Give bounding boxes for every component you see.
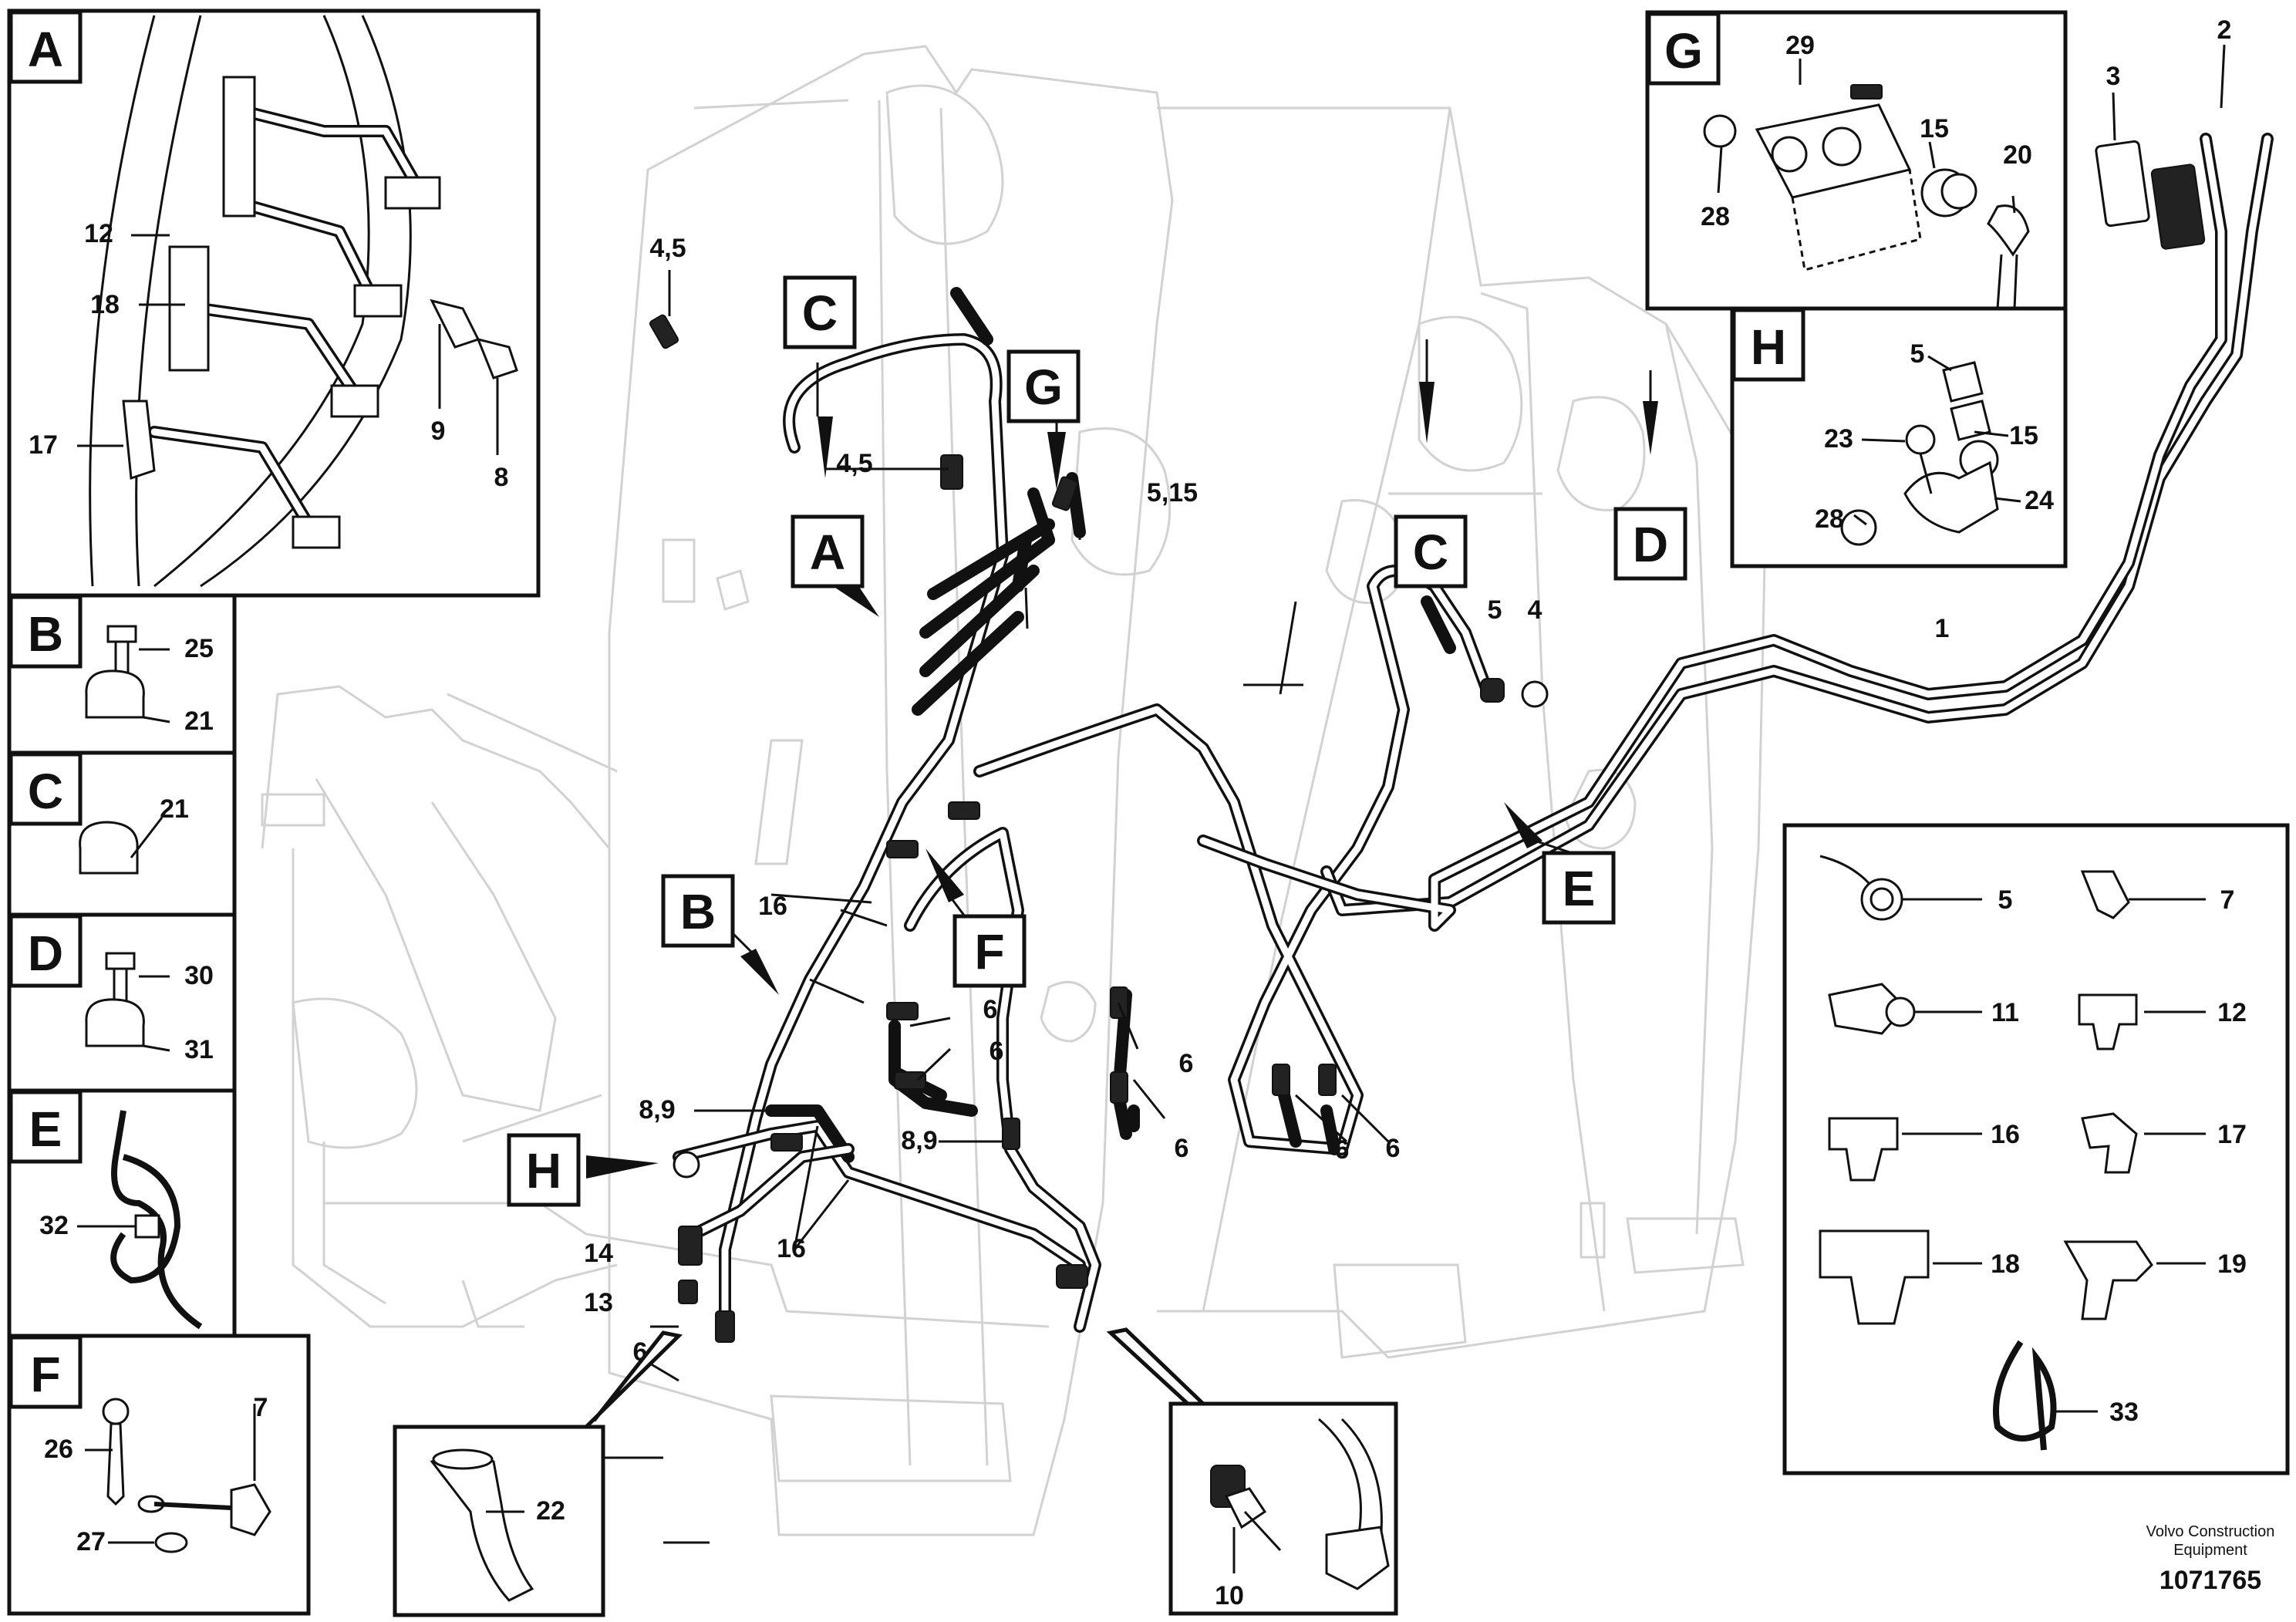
legend-label-19: 19 — [2217, 1249, 2247, 1279]
detail-h-label-24: 24 — [2025, 486, 2054, 515]
detail-couplings: 3 2 — [2095, 15, 2232, 250]
detail-c-letter: C — [28, 764, 63, 819]
detail-e-label-32: 32 — [39, 1211, 69, 1240]
detail-b-label-21: 21 — [184, 706, 214, 736]
detail-b: B 25 21 — [7, 593, 237, 755]
detail-h-label-5: 5 — [1910, 339, 1925, 369]
legend-label-12: 12 — [2217, 998, 2247, 1027]
callout-c-main: C — [802, 285, 838, 341]
label-13: 13 — [584, 1288, 613, 1317]
detail-10: 10 — [1106, 1327, 1398, 1616]
footer: Volvo Construction Equipment 1071765 — [2146, 1523, 2275, 1595]
parts-legend: 5 7 11 12 16 17 18 19 33 — [1782, 823, 2290, 1475]
label-2: 2 — [2217, 15, 2232, 45]
label-4-5-mid: 4,5 — [836, 449, 872, 478]
detail-10-label: 10 — [1215, 1581, 1244, 1610]
label-5-c: 5 — [1488, 595, 1502, 625]
label-16-lower: 16 — [777, 1234, 806, 1263]
footer-doc-number: 1071765 — [2159, 1566, 2261, 1595]
detail-a-label-9: 9 — [431, 416, 446, 446]
label-4-c: 4 — [1528, 595, 1542, 625]
main-connectors — [649, 314, 1549, 1343]
callout-a-main: A — [810, 524, 845, 580]
detail-a: A 12 18 17 9 8 — [7, 8, 541, 598]
detail-h-letter: H — [1751, 319, 1786, 375]
callout-g-main: G — [1024, 359, 1063, 415]
main-part-labels: 4,5 4,5 5,15 5 4 1 16 6 6 6 6 6 6 8,9 8,… — [584, 234, 1949, 1367]
legend-label-7: 7 — [2220, 885, 2235, 915]
detail-d-letter: D — [28, 926, 63, 981]
detail-a-letter: A — [28, 22, 63, 77]
legend-label-16: 16 — [1991, 1120, 2020, 1149]
label-6-e: 6 — [1335, 1135, 1350, 1165]
detail-d-label-31: 31 — [184, 1035, 214, 1064]
main-callouts: C G A C D B F E H — [507, 275, 1687, 1207]
detail-a-label-8: 8 — [494, 463, 509, 492]
legend-label-17: 17 — [2217, 1120, 2247, 1149]
label-6-a: 6 — [983, 995, 998, 1024]
callout-b-main: B — [680, 884, 716, 939]
detail-e-letter: E — [29, 1101, 62, 1157]
detail-h-label-23: 23 — [1824, 424, 1853, 454]
detail-h-label-28: 28 — [1815, 504, 1844, 534]
label-14: 14 — [584, 1239, 613, 1268]
legend-label-18: 18 — [1991, 1249, 2020, 1279]
detail-e: E 32 — [7, 1088, 237, 1338]
detail-d: D 30 31 — [7, 912, 237, 1093]
main-leaders — [586, 270, 1658, 1544]
label-16-upper: 16 — [758, 892, 787, 921]
detail-f-label-26: 26 — [44, 1435, 73, 1464]
label-8-9-right: 8,9 — [901, 1126, 937, 1155]
detail-a-label-17: 17 — [29, 430, 58, 460]
label-1: 1 — [1935, 614, 1950, 643]
detail-a-label-12: 12 — [84, 219, 113, 248]
detail-a-label-18: 18 — [90, 290, 120, 319]
footer-company-line1: Volvo Construction — [2146, 1523, 2275, 1540]
legend-label-33: 33 — [2109, 1398, 2139, 1427]
callout-e-main: E — [1563, 861, 1596, 916]
detail-g-label-28: 28 — [1701, 202, 1730, 231]
detail-f-letter: F — [30, 1347, 60, 1402]
legend-label-11: 11 — [1991, 998, 2019, 1027]
label-6-b: 6 — [990, 1037, 1004, 1066]
detail-g-label-15: 15 — [1920, 114, 1949, 143]
detail-g: G 29 28 15 20 — [1645, 10, 2068, 311]
detail-c: C 21 — [7, 750, 237, 917]
label-5-15: 5,15 — [1147, 478, 1198, 508]
footer-company-line2: Equipment — [2173, 1542, 2247, 1559]
detail-b-letter: B — [28, 606, 63, 662]
detail-b-label-25: 25 — [184, 634, 214, 663]
label-8-9-left: 8,9 — [639, 1095, 675, 1125]
label-3: 3 — [2106, 62, 2121, 91]
detail-f: F 26 7 27 — [7, 1334, 311, 1616]
detail-g-letter: G — [1664, 23, 1703, 79]
detail-h: H 5 15 23 24 28 — [1730, 306, 2068, 568]
callout-d-main: D — [1633, 517, 1668, 572]
label-4-5-top: 4,5 — [649, 234, 686, 263]
label-6-d: 6 — [1175, 1134, 1189, 1163]
label-6-f: 6 — [1386, 1134, 1401, 1163]
callout-c-main-2: C — [1413, 524, 1448, 580]
callout-h-main: H — [526, 1143, 561, 1199]
detail-c-label-21: 21 — [160, 794, 189, 824]
label-6-c: 6 — [1179, 1049, 1194, 1078]
detail-g-label-20: 20 — [2003, 140, 2032, 170]
callout-f-main: F — [974, 924, 1004, 980]
detail-22: 22 — [393, 1330, 683, 1617]
detail-f-label-27: 27 — [76, 1527, 106, 1556]
detail-d-label-30: 30 — [184, 961, 214, 990]
detail-h-label-15: 15 — [2009, 421, 2038, 450]
detail-f-label-7: 7 — [254, 1393, 268, 1422]
detail-g-label-29: 29 — [1785, 31, 1815, 60]
detail-22-label: 22 — [536, 1496, 565, 1526]
legend-label-5: 5 — [1998, 885, 2013, 915]
